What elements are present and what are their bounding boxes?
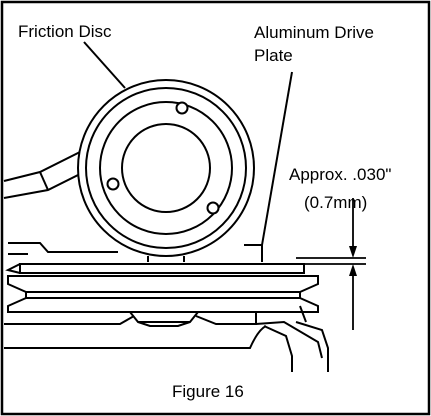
aluminum-drive-plate [5,263,305,274]
friction-disc-label: Friction Disc [18,22,112,41]
figure-caption: Figure 16 [172,382,244,401]
gap-arrow-up [349,264,357,276]
friction-disc-leader [83,41,126,89]
pulley [7,275,319,327]
drive-plate-label-line1: Aluminum Drive [254,23,374,42]
friction-disc [77,79,255,262]
gap-arrow-down [349,246,357,258]
drive-plate-label-line2: Plate [254,46,293,65]
engine-housing [4,305,329,372]
mounting-hole-1 [175,101,189,115]
drive-plate-leader [261,71,293,246]
mounting-hole-3 [206,201,220,215]
gap-label-line2: (0.7mm) [304,193,367,212]
gap-label-line1: Approx. .030" [289,165,391,184]
gap-dimension [296,198,366,330]
mounting-hole-2 [106,177,120,191]
